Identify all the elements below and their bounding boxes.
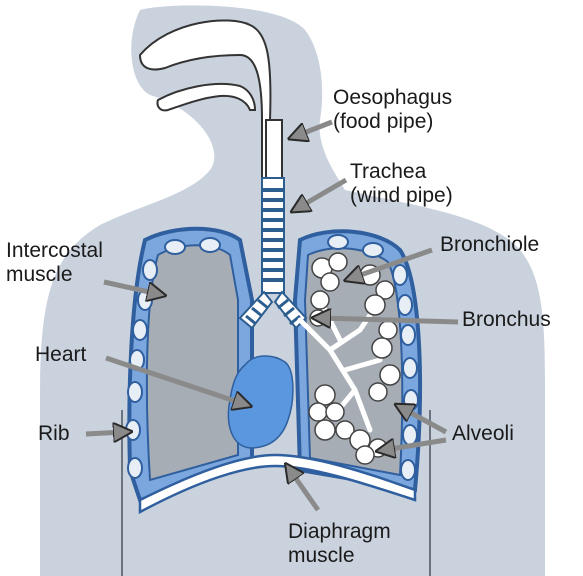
label-intercostal-line2: muscle [6,263,103,287]
label-trachea-line2: (wind pipe) [350,184,453,208]
label-oesophagus-line1: Oesophagus [333,86,452,110]
label-bronchus: Bronchus [462,308,551,332]
label-oesophagus: Oesophagus (food pipe) [333,86,452,134]
trachea [262,178,284,293]
label-intercostal: Intercostal muscle [6,239,103,287]
label-diaphragm: Diaphragm muscle [288,520,391,568]
arrow-rib [86,432,124,434]
label-intercostal-line1: Intercostal [6,239,103,263]
label-alveoli: Alveoli [452,422,514,446]
label-trachea: Trachea (wind pipe) [350,160,453,208]
label-rib: Rib [38,422,70,446]
label-oesophagus-line2: (food pipe) [333,110,452,134]
oesophagus [266,120,282,180]
label-diaphragm-line2: muscle [288,544,391,568]
label-heart: Heart [35,343,86,367]
label-diaphragm-line1: Diaphragm [288,520,391,544]
body-silhouette [40,5,545,576]
label-trachea-line1: Trachea [350,160,453,184]
label-bronchiole: Bronchiole [440,233,539,257]
left-lung [147,245,238,480]
